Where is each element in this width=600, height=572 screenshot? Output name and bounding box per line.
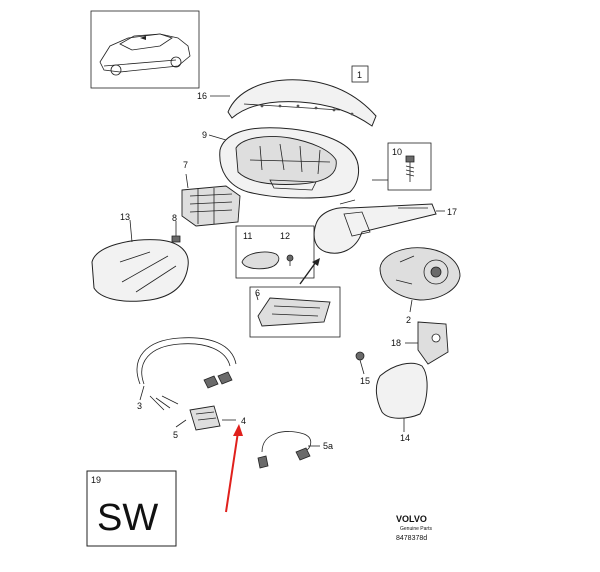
part-1-box xyxy=(351,65,369,83)
part-18-gasket xyxy=(417,321,449,365)
brand-name: VOLVO xyxy=(396,514,427,524)
callout-16: 16 xyxy=(197,91,207,101)
part-11-12-box xyxy=(235,225,315,279)
part-16-cover xyxy=(227,79,377,127)
callout-15: 15 xyxy=(360,376,370,386)
brand-sub: Genuine Parts xyxy=(400,526,432,532)
callout-labels: 1 2 3 4 5 5a 6 7 8 9 10 11 12 13 14 15 1… xyxy=(120,70,457,451)
callout-4: 4 xyxy=(241,416,246,426)
sw-label: SW xyxy=(97,497,158,539)
callout-13: 13 xyxy=(120,212,130,222)
part-number: 8478378d xyxy=(396,535,427,542)
car-thumbnail xyxy=(90,10,200,89)
red-arrow xyxy=(225,424,243,513)
callout-5a: 5a xyxy=(323,441,333,451)
callout-14: 14 xyxy=(400,433,410,443)
callout-1: 1 xyxy=(357,70,362,80)
volvo-mark: VOLVO Genuine Parts 8478378d xyxy=(396,514,432,542)
part-5a-cable xyxy=(257,431,312,469)
detail-arrows xyxy=(299,258,320,285)
callout-7: 7 xyxy=(183,160,188,170)
part-17-bracket xyxy=(313,203,437,254)
part-15-nut xyxy=(355,351,365,361)
part-14-cover xyxy=(375,362,428,419)
part-13-glass xyxy=(91,239,189,302)
callout-12: 12 xyxy=(280,231,290,241)
part-7-motor xyxy=(181,185,241,227)
part-6-box xyxy=(249,286,341,338)
callout-17: 17 xyxy=(447,207,457,217)
part-10-screw xyxy=(387,142,432,191)
callout-5: 5 xyxy=(173,430,178,440)
callout-3: 3 xyxy=(137,401,142,411)
leader-lines xyxy=(129,95,445,447)
part-8-screw xyxy=(171,230,181,243)
sw-box: 19 SW xyxy=(86,470,177,547)
part-9-housing xyxy=(219,127,359,199)
callout-18: 18 xyxy=(391,338,401,348)
callout-2: 2 xyxy=(406,315,411,325)
callout-6: 6 xyxy=(255,288,260,298)
callout-10: 10 xyxy=(392,147,402,157)
part-3-harness xyxy=(136,337,237,411)
callout-11: 11 xyxy=(243,231,252,241)
callout-9: 9 xyxy=(202,130,207,140)
callout-8: 8 xyxy=(172,213,177,223)
part-4-connector xyxy=(189,405,221,431)
callout-19: 19 xyxy=(91,475,101,485)
part-2-adjuster xyxy=(379,247,461,301)
